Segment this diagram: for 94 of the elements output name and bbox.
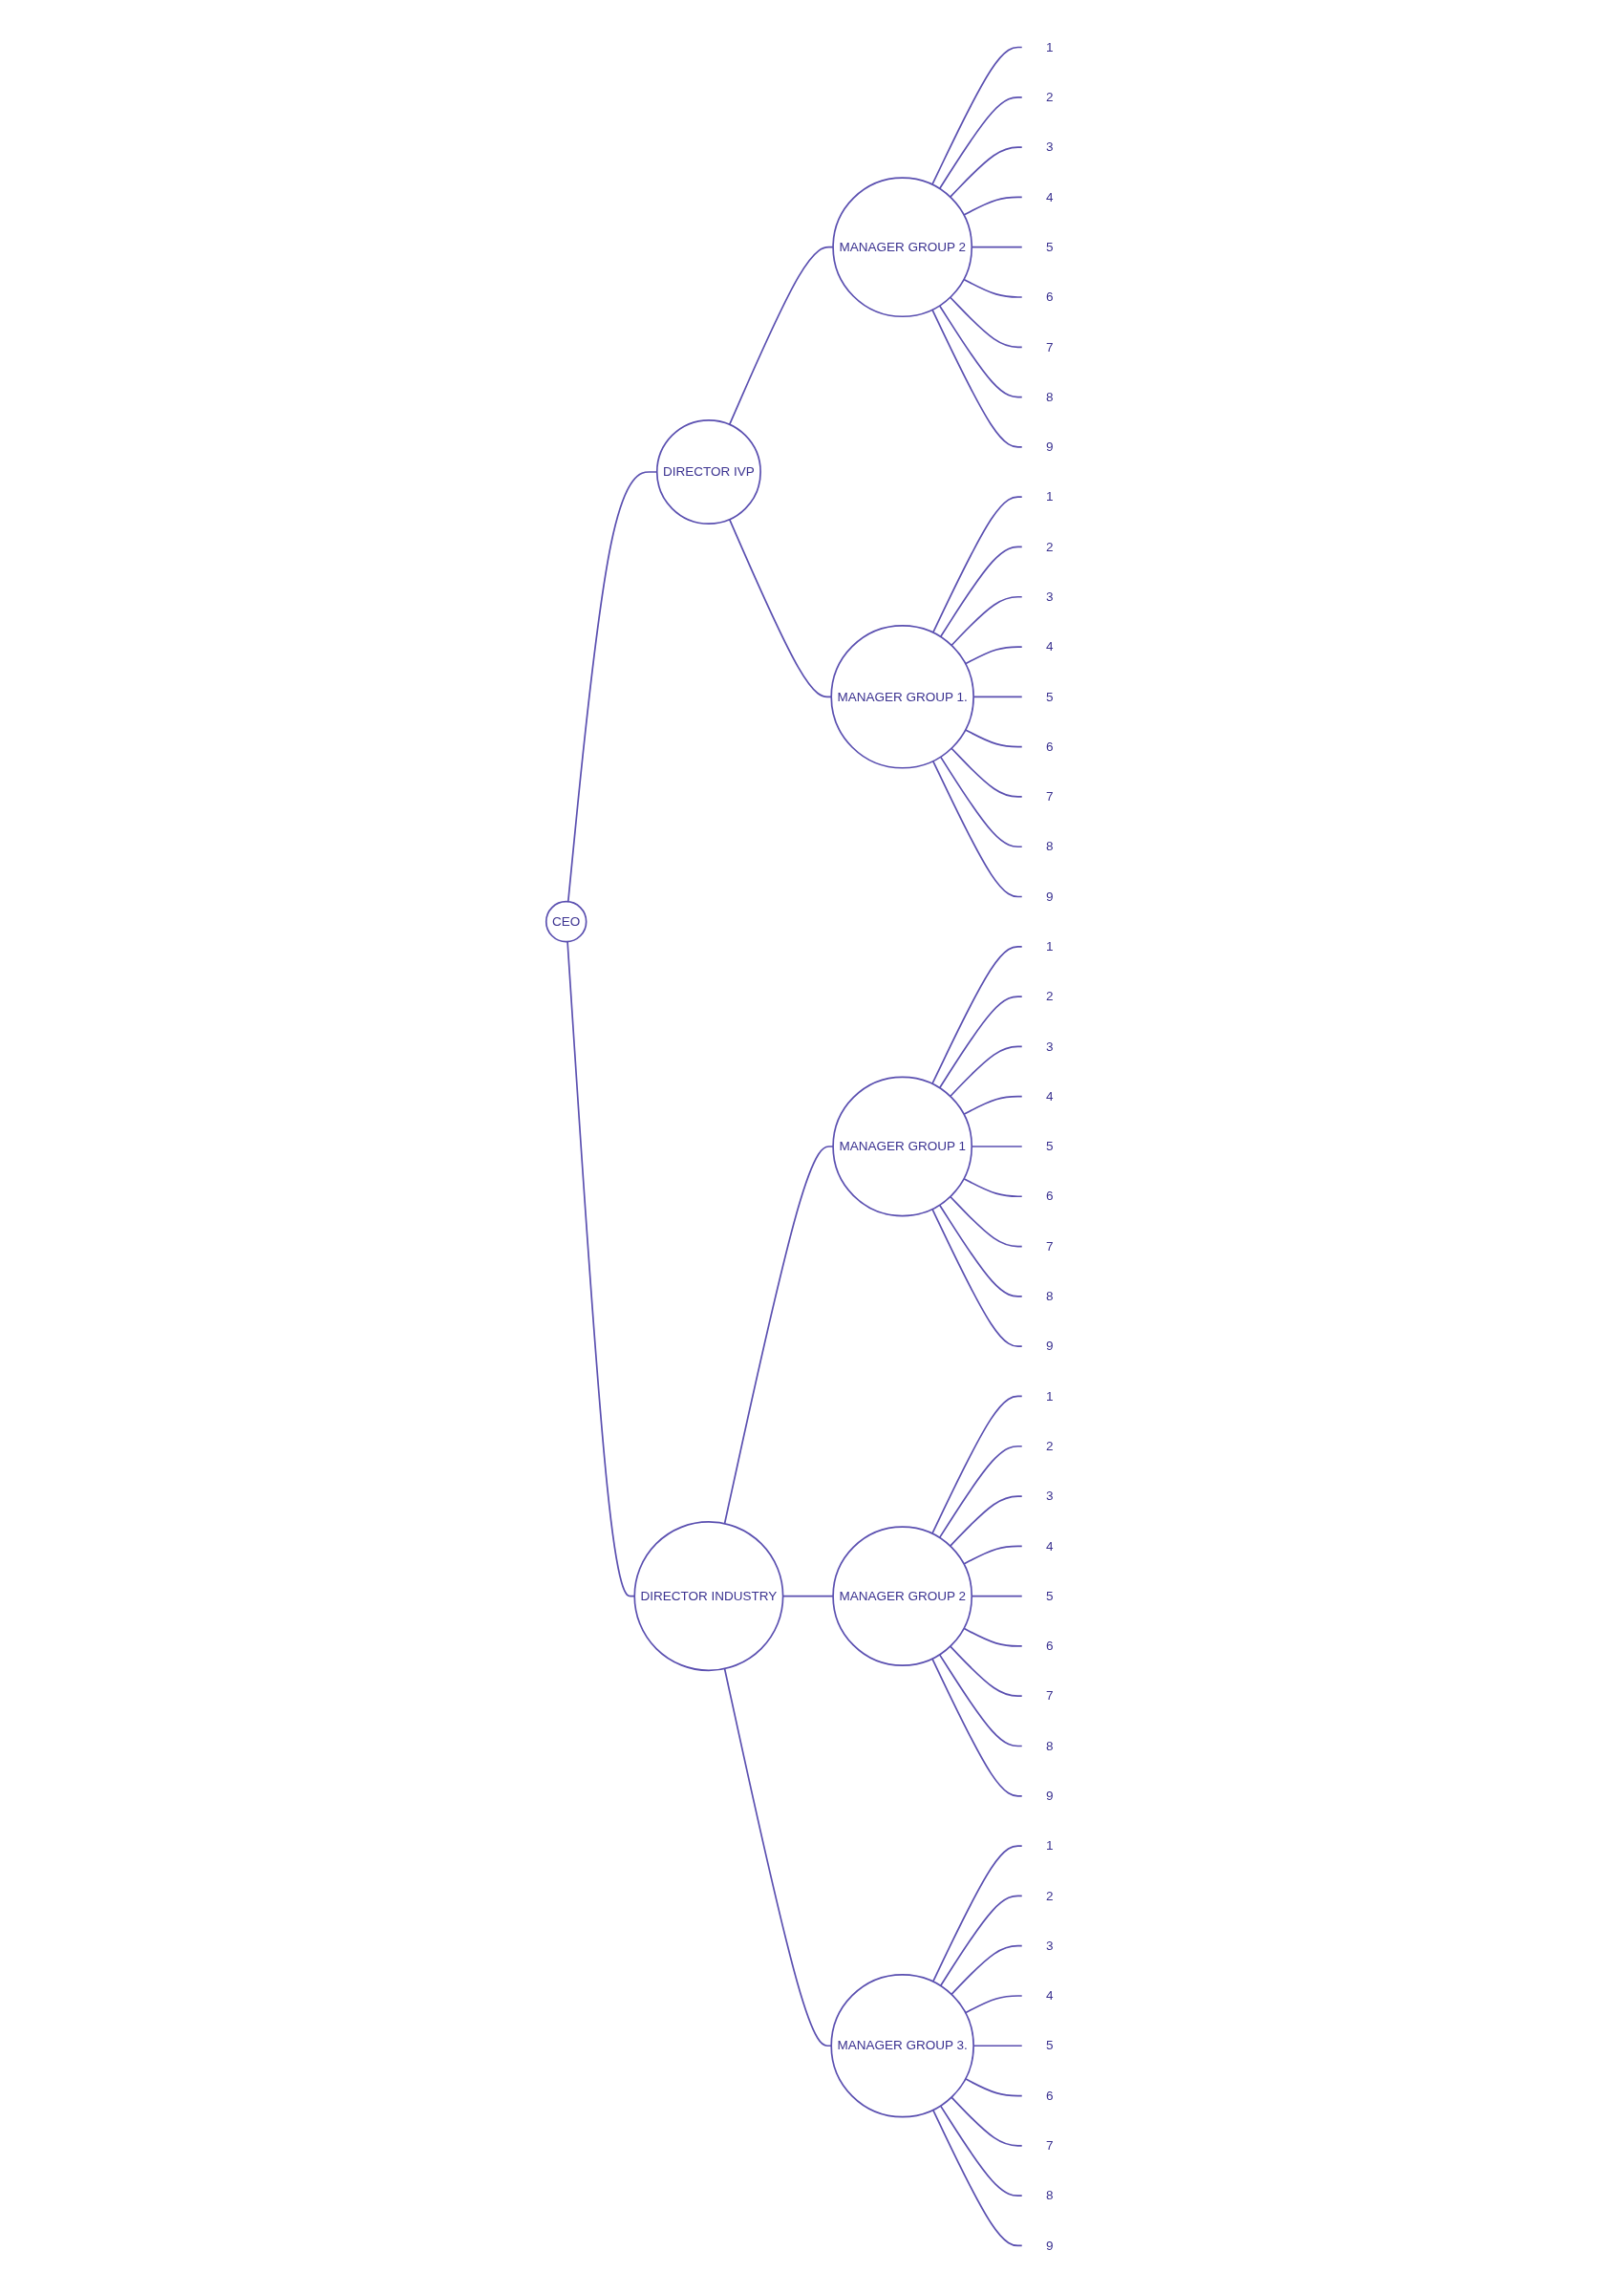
node-text: 7	[1046, 1688, 1054, 1703]
node-text: 8	[1046, 839, 1054, 853]
connector	[931, 1208, 1023, 1348]
connector	[963, 1627, 1023, 1647]
connector	[938, 1204, 1023, 1297]
connector	[963, 1095, 1023, 1116]
node-text: 3	[1046, 1939, 1054, 1953]
connector	[932, 2109, 1023, 2247]
node-text: 8	[1046, 2188, 1054, 2202]
connector	[939, 2105, 1023, 2197]
node-circle: MANAGER GROUP 1.	[830, 625, 975, 769]
node-text: 4	[1046, 1538, 1054, 1554]
connector	[931, 1658, 1023, 1797]
connector	[951, 2096, 1023, 2147]
node-text: 9	[1046, 2238, 1054, 2253]
connector	[931, 309, 1023, 448]
node-text: 3	[1046, 1489, 1054, 1503]
node-text: 9	[1046, 1789, 1054, 1803]
node-circle: MANAGER GROUP 2	[832, 177, 973, 318]
node-circle: DIRECTOR INDUSTRY	[633, 1521, 784, 1672]
connector	[950, 296, 1023, 349]
connector	[964, 1995, 1023, 2014]
node-text: 8	[1046, 1738, 1054, 1753]
node-text: 2	[1046, 1439, 1054, 1453]
connector	[950, 146, 1023, 199]
node-circle: DIRECTOR IVP	[656, 419, 762, 525]
connector	[950, 1195, 1023, 1248]
node-text: 9	[1046, 439, 1054, 454]
connector	[964, 646, 1023, 665]
connector	[932, 760, 1023, 898]
node-text: 1	[1046, 489, 1054, 504]
node-text: 3	[1046, 1039, 1054, 1054]
connector	[950, 1495, 1023, 1547]
node-text: 9	[1046, 889, 1054, 904]
node-text: 2	[1046, 539, 1054, 554]
node-text: 4	[1046, 189, 1054, 204]
connector	[950, 1645, 1023, 1698]
connector	[939, 546, 1023, 638]
node-text: 5	[1046, 1589, 1054, 1603]
node-circle: CEO	[545, 900, 588, 943]
node-text: 7	[1046, 339, 1054, 354]
node-text: 1	[1046, 1838, 1054, 1853]
node-text: 6	[1046, 739, 1054, 754]
node-text: 1	[1046, 939, 1054, 954]
connector	[567, 471, 658, 903]
node-text: 6	[1046, 2088, 1054, 2103]
node-text: 4	[1046, 639, 1054, 654]
connector	[950, 1045, 1023, 1098]
node-text: 3	[1046, 589, 1054, 604]
node-text: 5	[1046, 2038, 1054, 2053]
node-circle: MANAGER GROUP 3.	[830, 1974, 975, 2118]
node-circle: MANAGER GROUP 1	[832, 1076, 973, 1217]
node-text: 6	[1046, 289, 1054, 304]
node-text: 8	[1046, 390, 1054, 404]
node-text: 1	[1046, 1388, 1054, 1404]
connector	[963, 1177, 1023, 1198]
node-text: 6	[1046, 1639, 1054, 1653]
node-text: 3	[1046, 139, 1054, 154]
node-text: 2	[1046, 90, 1054, 104]
node-text: 1	[1046, 39, 1054, 54]
node-text: 7	[1046, 1239, 1054, 1254]
connector	[931, 945, 1023, 1085]
connector	[951, 1944, 1023, 1996]
node-text: 5	[1046, 1139, 1054, 1153]
connector	[939, 1895, 1023, 1987]
node-circle: MANAGER GROUP 2	[832, 1526, 973, 1667]
node-text: 7	[1046, 2138, 1054, 2153]
connector	[938, 96, 1023, 190]
node-text: 9	[1046, 1339, 1054, 1353]
connector	[939, 756, 1023, 848]
connector	[931, 1395, 1023, 1534]
connector	[964, 2078, 1023, 2097]
connector	[963, 278, 1023, 298]
node-text: 7	[1046, 789, 1054, 804]
connector	[964, 729, 1023, 748]
connector	[938, 1654, 1023, 1747]
connector	[938, 1445, 1023, 1539]
node-text: 5	[1046, 689, 1054, 704]
connector	[938, 305, 1023, 398]
connector	[951, 747, 1023, 798]
node-text: 6	[1046, 1189, 1054, 1204]
node-text: 4	[1046, 1089, 1054, 1104]
node-text: 4	[1046, 1988, 1054, 2003]
connector	[963, 1545, 1023, 1565]
connector	[932, 496, 1023, 633]
node-text: 2	[1046, 1888, 1054, 1903]
connector	[938, 996, 1023, 1089]
node-text: 5	[1046, 240, 1054, 254]
connector	[951, 595, 1023, 647]
connector	[932, 1845, 1023, 1982]
connector	[963, 196, 1023, 216]
connector	[931, 46, 1023, 186]
node-text: 2	[1046, 989, 1054, 1003]
node-text: 8	[1046, 1289, 1054, 1303]
